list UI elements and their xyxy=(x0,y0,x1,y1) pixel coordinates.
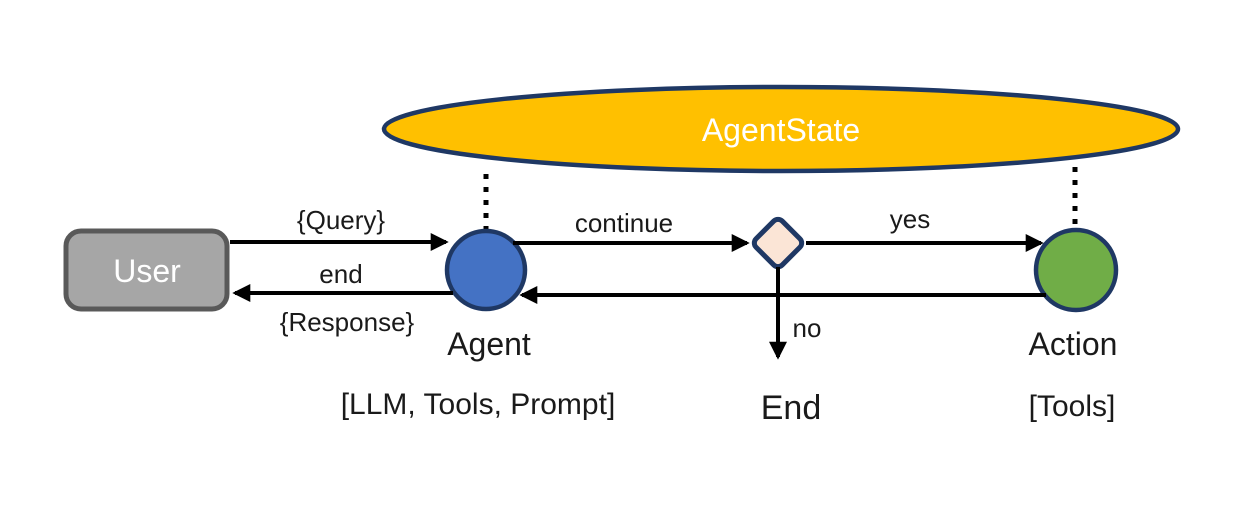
action-node-label: Action xyxy=(1029,326,1118,362)
agent-node-sublabel: [LLM, Tools, Prompt] xyxy=(341,388,616,421)
agent-node xyxy=(444,228,528,312)
agent-state-ellipse xyxy=(381,84,1181,174)
end-edge-label: end xyxy=(319,259,362,289)
response-edge-label: {Response} xyxy=(280,307,415,337)
decision-diamond xyxy=(751,216,805,270)
query-edge-label: {Query} xyxy=(297,205,385,235)
user-node-label: User xyxy=(113,253,181,289)
yes-edge-label: yes xyxy=(890,204,930,234)
action-node-sublabel: [Tools] xyxy=(1029,390,1116,423)
action-node xyxy=(1033,227,1119,313)
no-edge-label: no xyxy=(793,313,822,343)
user-node xyxy=(63,228,230,312)
continue-edge-label: continue xyxy=(575,208,673,238)
end-node-label: End xyxy=(761,389,822,427)
agent-node-label: Agent xyxy=(447,326,531,362)
agent-state-label: AgentState xyxy=(702,112,860,148)
